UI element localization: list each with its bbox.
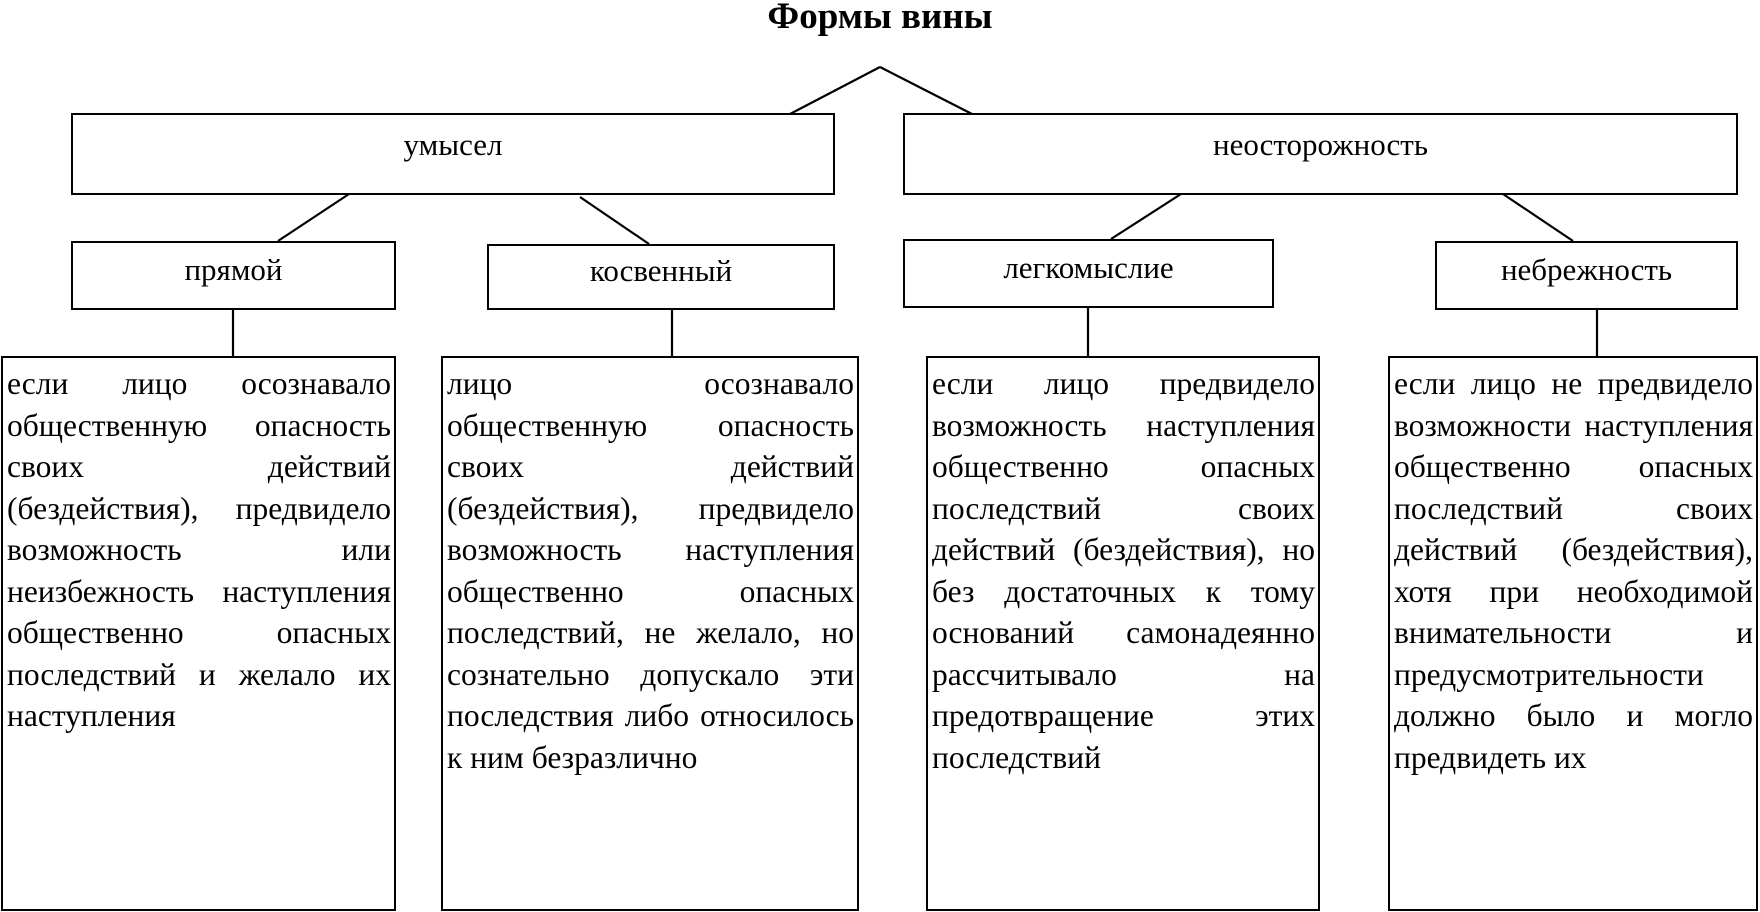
connector-root-umysel xyxy=(789,66,881,115)
kind-box-pryamoy: прямой xyxy=(71,241,396,310)
kind-box-nebrezhnost: небрежность xyxy=(1435,241,1738,310)
connector-neostorozhnost-legkomyslie xyxy=(1110,193,1182,240)
connector-root-neostorozhnost xyxy=(879,66,973,115)
connector-neostorozhnost-nebrezhnost xyxy=(1502,193,1574,242)
form-box-neostorozhnost: неосторожность xyxy=(903,113,1738,195)
description-box-legkomyslie: если лицо предвидело возможность наступл… xyxy=(926,356,1320,911)
connector-umysel-pryamoy xyxy=(277,193,350,242)
form-box-umysel: умысел xyxy=(71,113,835,195)
description-box-nebrezhnost: если лицо не предвидело возможности наст… xyxy=(1388,356,1758,911)
description-box-kosvenny: лицо осознавало общественную опасность с… xyxy=(441,356,859,911)
description-box-pryamoy: если лицо осознавало общественную опасно… xyxy=(1,356,396,911)
kind-box-kosvenny: косвенный xyxy=(487,244,835,310)
connector-umysel-kosvenny xyxy=(579,196,650,245)
kind-box-legkomyslie: легкомыслие xyxy=(903,239,1274,308)
diagram-title: Формы вины xyxy=(767,0,993,37)
